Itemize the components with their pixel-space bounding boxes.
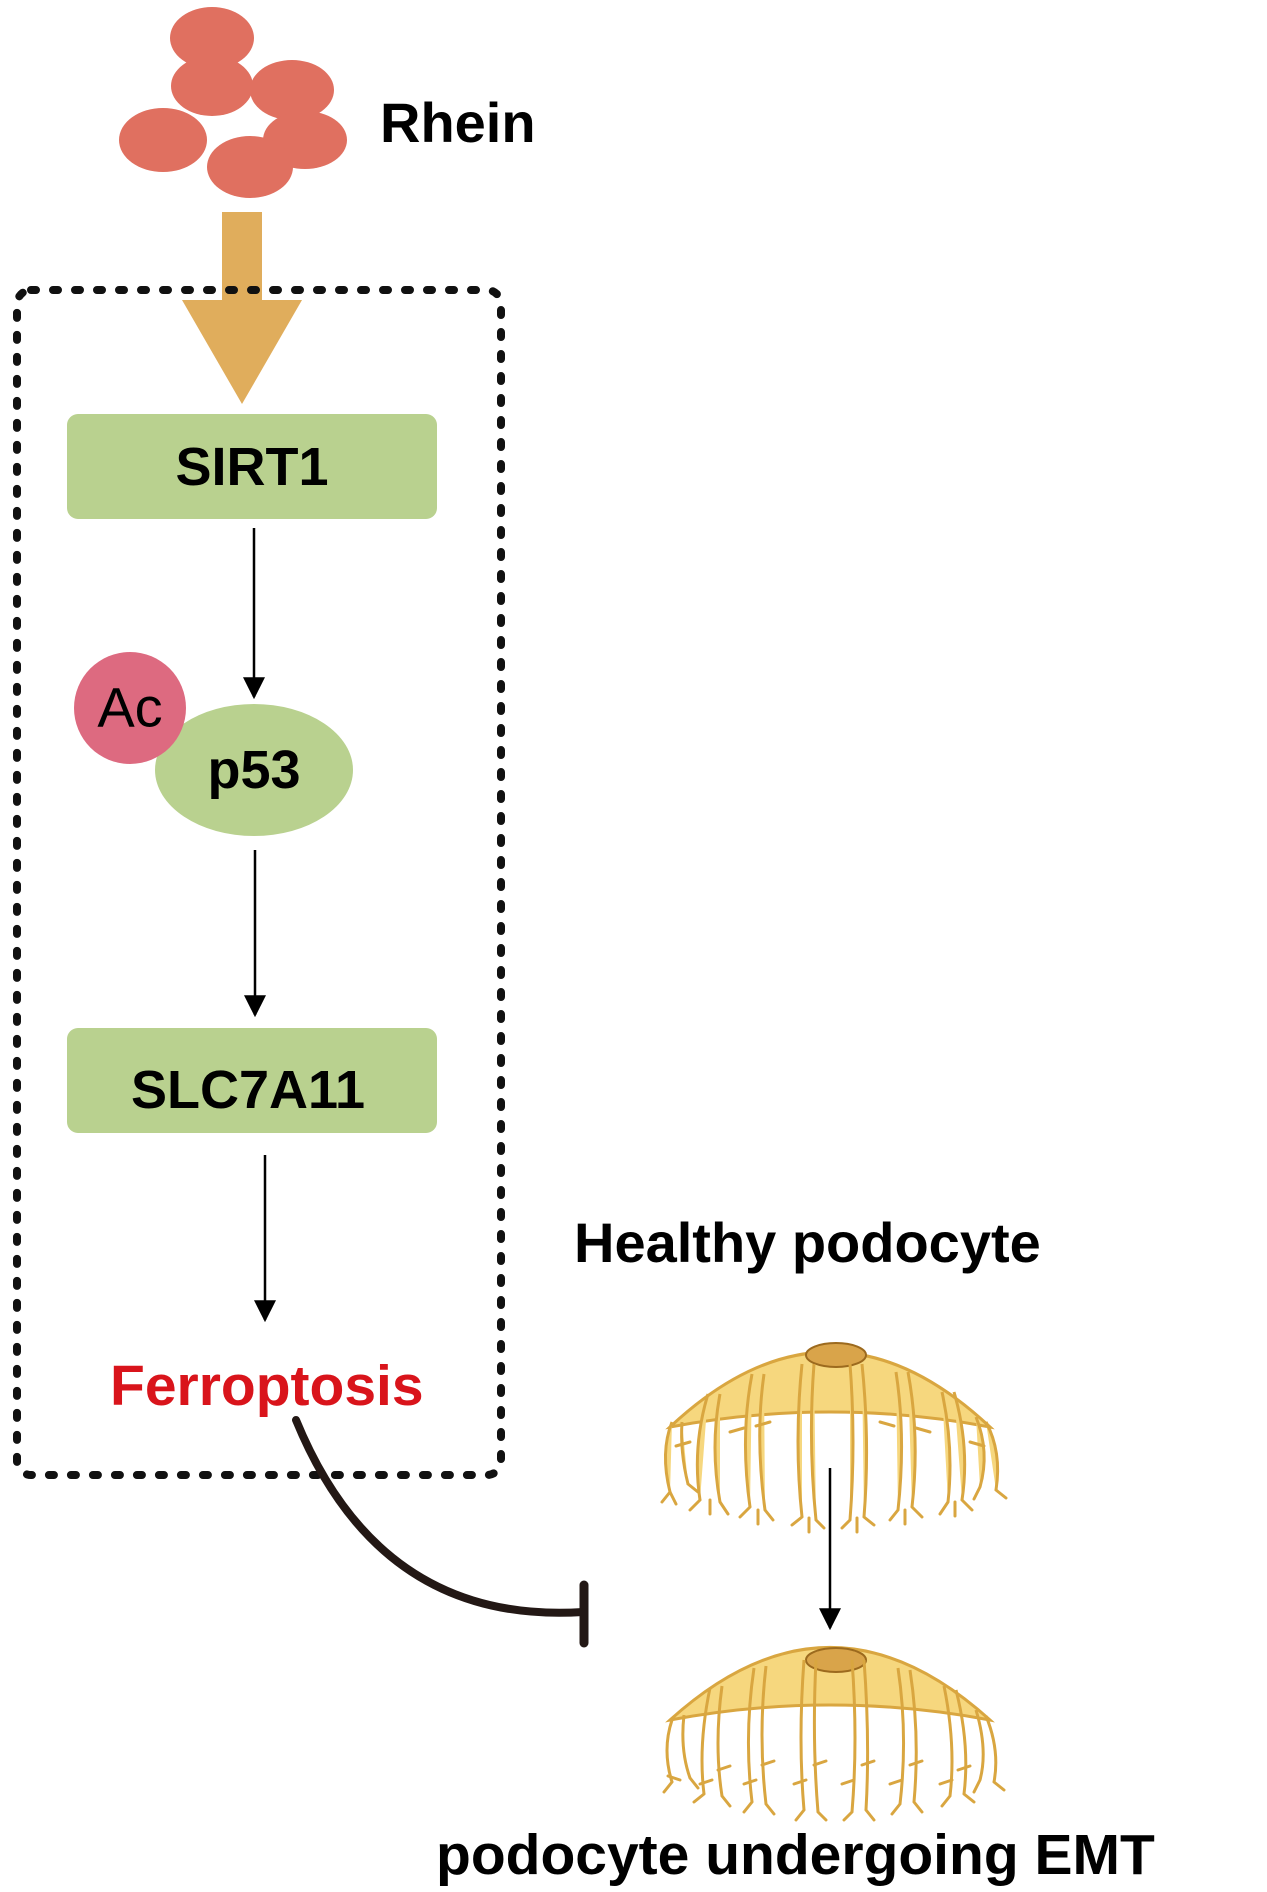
healthy-podocyte-label: Healthy podocyte — [574, 1211, 1041, 1274]
p53-node — [155, 704, 353, 836]
acetyl-group — [74, 652, 186, 764]
pathway-boundary — [13, 286, 505, 1479]
slc7a11-label: SLC7A11 — [131, 1060, 365, 1120]
ferroptosis-label: Ferroptosis — [110, 1354, 424, 1418]
rhein-particle — [119, 108, 207, 172]
rhein-particles — [119, 7, 347, 198]
acetyl-label: Ac — [97, 676, 162, 739]
rhein-label: Rhein — [380, 91, 536, 154]
rhein-arrow-icon — [182, 212, 302, 404]
emt-podocyte-label: podocyte undergoing EMT — [436, 1823, 1155, 1887]
rhein-particle — [207, 136, 293, 198]
sirt1-node — [67, 414, 437, 519]
rhein-particle — [170, 7, 254, 69]
emt-podocyte-icon — [662, 1646, 1006, 1822]
inhibition-arrow-icon — [292, 1416, 589, 1648]
sirt1-label: SIRT1 — [175, 437, 328, 497]
p53-label: p53 — [207, 740, 300, 800]
rhein-particle — [250, 60, 334, 120]
rhein-particle — [171, 56, 253, 116]
slc7a11-node — [67, 1028, 437, 1133]
healthy-podocyte-icon — [660, 1342, 1008, 1534]
